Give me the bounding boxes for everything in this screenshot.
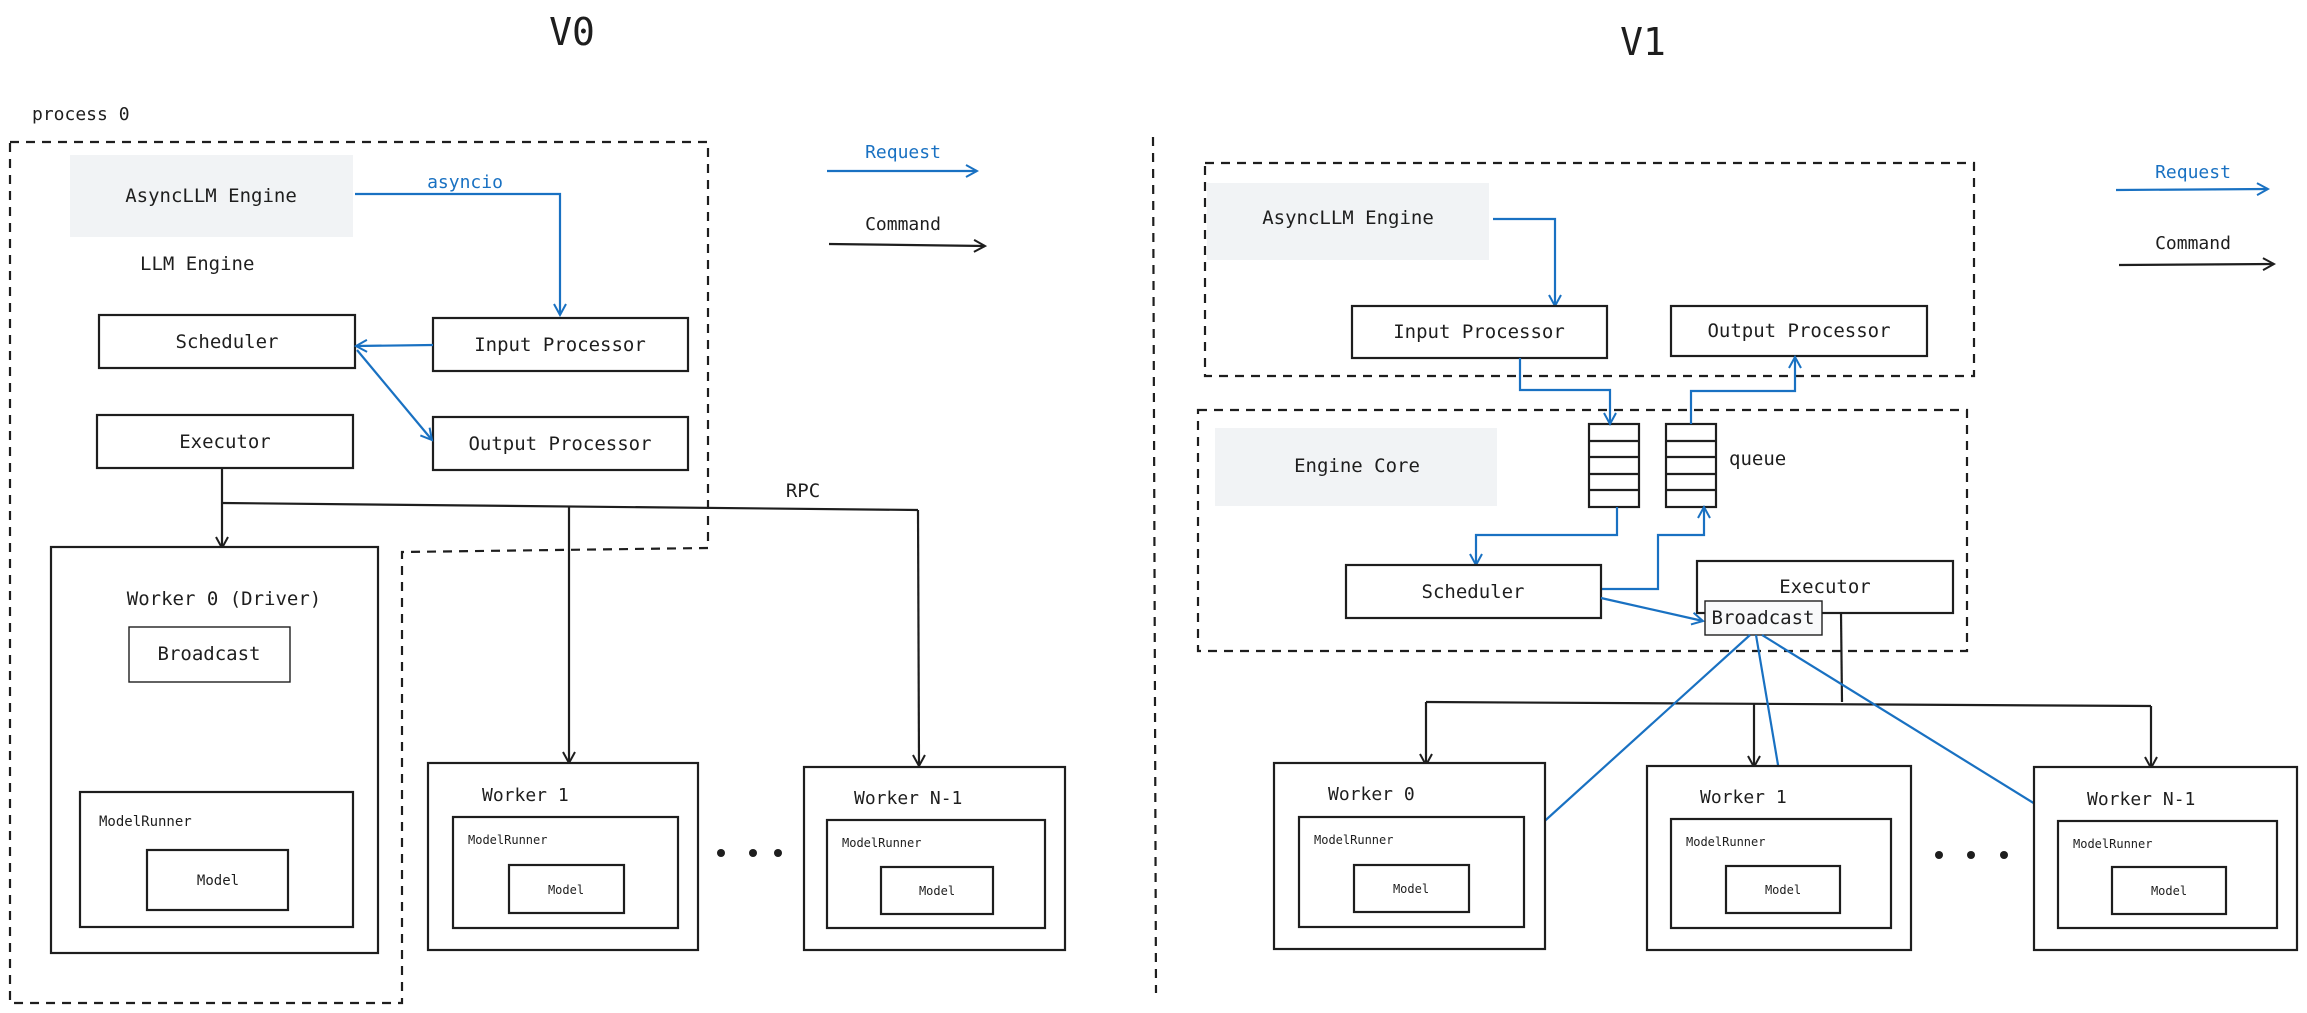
v1-worker-0-model-label: Model <box>1393 882 1429 896</box>
v0-legend-request-label: Request <box>865 142 941 163</box>
v0-worker-0-modelrunner-label: ModelRunner <box>99 814 192 830</box>
queue-label: queue <box>1729 448 1786 470</box>
v1-async-llm-engine <box>1207 183 1489 260</box>
v0-broadcast <box>128 626 291 683</box>
v1-worker-1-title: Worker 1 <box>1700 787 1787 808</box>
v0-worker-n-model-label: Model <box>919 884 955 898</box>
scheduler-to-broadcast-arrow <box>1600 596 1703 621</box>
input-queue <box>1587 422 1641 509</box>
v1-broadcast-label: Broadcast <box>1712 607 1815 629</box>
v1-output-processor-label: Output Processor <box>1707 320 1890 342</box>
v1-worker-1-model-label: Model <box>1765 883 1801 897</box>
v0-worker-0-model-label: Model <box>197 873 239 889</box>
v0-output-processor-label: Output Processor <box>468 433 651 455</box>
v0-worker-n-modelrunner-label: ModelRunner <box>842 836 921 850</box>
input-to-queue-arrow <box>1518 358 1610 424</box>
rpc-label: RPC <box>786 480 820 502</box>
v0-worker-1-model <box>507 863 626 915</box>
v0-async-llm-engine-label: AsyncLLM Engine <box>125 185 297 207</box>
v1-section: V1 AsyncLLM Engine Input Processor Outpu… <box>1196 20 2299 952</box>
v0-worker-n-model <box>879 865 995 916</box>
v1-legend-request-arrow <box>2115 189 2268 190</box>
v0-legend-command-label: Command <box>865 214 941 235</box>
v1-worker-n-title: Worker N-1 <box>2087 789 2195 810</box>
output-queue <box>1664 422 1718 509</box>
v1-worker-0-title: Worker 0 <box>1328 784 1415 805</box>
v1-command-bus-line <box>1425 700 2152 708</box>
asyncio-label: asyncio <box>427 172 503 193</box>
v0-worker-1-title: Worker 1 <box>482 785 569 806</box>
v0-input-processor-label: Input Processor <box>474 334 646 356</box>
engine-core <box>1215 428 1497 506</box>
v0-executor-label: Executor <box>179 431 271 453</box>
input-to-scheduler-arrow <box>356 345 434 346</box>
engine-core-process <box>1196 408 1969 653</box>
v1-legend-request-label: Request <box>2155 162 2231 183</box>
llm-engine-label: LLM Engine <box>140 253 254 275</box>
v0-title: V0 <box>549 10 595 54</box>
v1-scheduler-label: Scheduler <box>1422 581 1525 603</box>
v1-async-llm-engine-label: AsyncLLM Engine <box>1262 207 1434 229</box>
v0-scheduler-label: Scheduler <box>176 331 279 353</box>
v0-ellipsis-dot-2 <box>749 849 757 857</box>
v1-ellipsis-dot-1 <box>1935 851 1943 859</box>
v0-worker-1-modelrunner-label: ModelRunner <box>468 833 547 847</box>
process-0-boundary <box>8 140 710 1005</box>
v1-ellipsis-dot-2 <box>1967 851 1975 859</box>
v0-output-processor <box>431 415 690 472</box>
scheduler-to-queue-arrow <box>1601 507 1704 591</box>
v1-worker-n-model-label: Model <box>2151 884 2187 898</box>
v0-input-processor <box>431 316 690 373</box>
v1-scheduler <box>1344 563 1603 620</box>
v0-async-llm-engine <box>70 155 353 237</box>
v1-input-processor <box>1350 304 1609 360</box>
v1-worker-n-modelrunner-label: ModelRunner <box>2073 837 2152 851</box>
v1-worker-1-modelrunner-label: ModelRunner <box>1686 835 1765 849</box>
v0-ellipsis-dot-3 <box>774 849 782 857</box>
v1-async-to-input-arrow <box>1493 217 1555 306</box>
v1-title: V1 <box>1620 20 1666 64</box>
v1-frontend-process <box>1203 161 1976 378</box>
v0-executor <box>95 413 355 470</box>
broadcast-to-worker0-arrow <box>1527 634 1751 837</box>
v1-ellipsis-dot-3 <box>2000 851 2008 859</box>
queue-to-output-arrow <box>1689 357 1795 424</box>
v0-worker-1-model-label: Model <box>548 883 584 897</box>
v0-scheduler <box>97 313 357 370</box>
engine-core-label: Engine Core <box>1294 455 1420 477</box>
v1-input-processor-label: Input Processor <box>1393 321 1565 343</box>
queue-to-scheduler-arrow <box>1476 507 1619 565</box>
v0-worker-0-title: Worker 0 (Driver) <box>127 588 321 610</box>
scheduler-to-output-arrow <box>356 349 432 440</box>
v1-worker-0-model <box>1352 863 1471 914</box>
v0-ellipsis-dot-1 <box>717 849 725 857</box>
v1-legend-command-arrow <box>2118 264 2274 265</box>
asyncio-arrow <box>355 192 560 315</box>
v0-worker-n-title: Worker N-1 <box>854 788 962 809</box>
v1-legend-command-label: Command <box>2155 233 2231 254</box>
version-divider <box>1151 136 1158 994</box>
v1-output-processor <box>1669 304 1929 358</box>
process-0-label: process 0 <box>32 104 130 125</box>
v1-worker-n-model <box>2110 865 2228 916</box>
rpc-to-workerN-arrow <box>918 509 919 766</box>
v0-legend-command-arrow <box>828 244 985 246</box>
v1-worker-0-modelrunner-label: ModelRunner <box>1314 833 1393 847</box>
v1-broadcast <box>1704 600 1823 636</box>
v0-section: V0 process 0 AsyncLLM Engine LLM Engine … <box>8 10 1067 1005</box>
v0-worker-0-model <box>145 848 290 912</box>
v1-executor-label: Executor <box>1779 576 1871 598</box>
v1-worker-1-model <box>1724 864 1842 915</box>
v1-executor-command-line <box>1839 612 1844 703</box>
broadcast-to-workerN-arrow <box>1761 634 2061 820</box>
v0-broadcast-label: Broadcast <box>158 643 261 665</box>
